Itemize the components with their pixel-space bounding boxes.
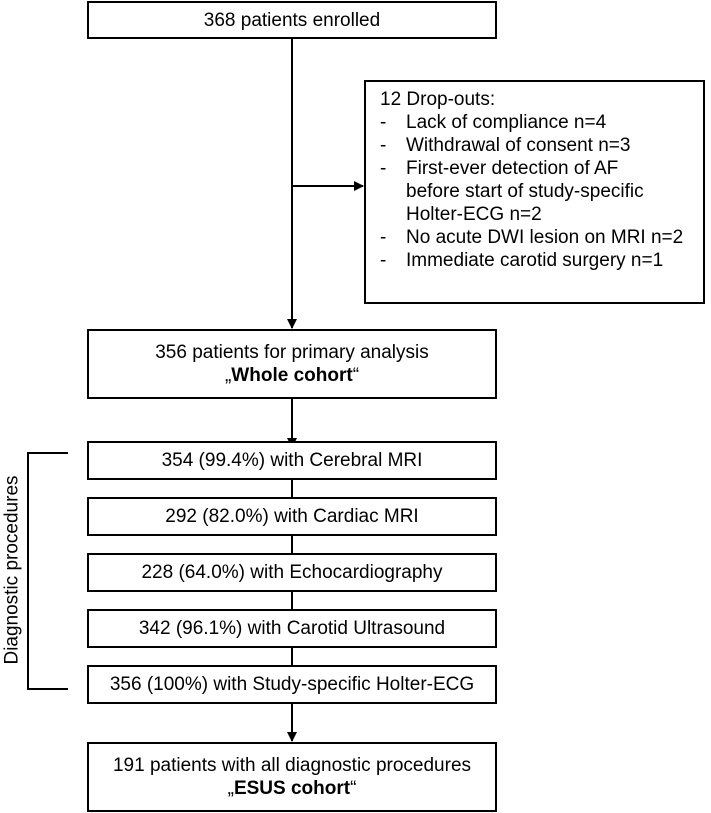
close-quote: “ bbox=[352, 365, 360, 386]
procedure-text: 292 (82.0%) with Cardiac MRI bbox=[165, 506, 419, 527]
procedure-box-carotid-ultrasound: 342 (96.1%) with Carotid Ultrasound bbox=[87, 609, 497, 648]
procedure-box-cardiac-mri: 292 (82.0%) with Cardiac MRI bbox=[87, 497, 497, 536]
dropouts-box: 12 Drop-outs: -Lack of compliance n=4-Wi… bbox=[364, 80, 705, 304]
dropout-item-text: Lack of compliance n=4 bbox=[406, 112, 607, 133]
open-quote: „ bbox=[227, 778, 234, 799]
bullet-dash: - bbox=[380, 158, 387, 179]
enrolled-box: 368 patients enrolled bbox=[87, 1, 497, 39]
dropout-item: -No acute DWI lesion on MRI n=2 bbox=[380, 226, 693, 249]
dropout-item-text: Immediate carotid surgery n=1 bbox=[406, 250, 664, 271]
bullet-dash: - bbox=[380, 227, 387, 248]
diagnostic-procedures-label: Diagnostic procedures bbox=[1, 475, 23, 665]
dropout-item: -Immediate carotid surgery n=1 bbox=[380, 249, 693, 272]
procedure-box-echocardiography: 228 (64.0%) with Echocardiography bbox=[87, 553, 497, 592]
dropout-item-text: No acute DWI lesion on MRI n=2 bbox=[406, 227, 684, 248]
whole-cohort-label: „Whole cohort“ bbox=[225, 364, 359, 387]
esus-cohort-name: ESUS cohort bbox=[233, 778, 351, 799]
dropout-item-text: Holter-ECG n=2 bbox=[406, 204, 542, 225]
bullet-dash: - bbox=[380, 250, 387, 271]
esus-cohort-label: „ESUS cohort“ bbox=[228, 777, 357, 800]
procedure-text: 228 (64.0%) with Echocardiography bbox=[141, 562, 443, 583]
procedure-text: 354 (99.4%) with Cerebral MRI bbox=[161, 450, 423, 471]
dropout-item: -Lack of compliance n=4 bbox=[380, 111, 693, 134]
procedure-text: 342 (96.1%) with Carotid Ultrasound bbox=[138, 618, 446, 639]
open-quote: „ bbox=[224, 365, 232, 386]
dropouts-title: 12 Drop-outs: bbox=[380, 89, 496, 110]
close-quote: “ bbox=[350, 778, 357, 799]
procedure-text: 356 (100%) with Study-specific Holter-EC… bbox=[109, 674, 475, 695]
bullet-dash: - bbox=[380, 112, 387, 133]
dropout-item-text: Withdrawal of consent n=3 bbox=[406, 135, 631, 156]
whole-cohort-name: Whole cohort bbox=[231, 365, 353, 386]
enrolled-text: 368 patients enrolled bbox=[203, 9, 381, 31]
dropouts-list: -Lack of compliance n=4-Withdrawal of co… bbox=[380, 111, 693, 272]
primary-analysis-box: 356 patients for primary analysis „Whole… bbox=[87, 329, 497, 399]
dropout-item: -Withdrawal of consent n=3 bbox=[380, 134, 693, 157]
dropout-item-text: before start of study-specific bbox=[406, 181, 644, 202]
procedure-box-cerebral-mri: 354 (99.4%) with Cerebral MRI bbox=[87, 441, 497, 480]
esus-title: 191 patients with all diagnostic procedu… bbox=[112, 755, 472, 776]
esus-cohort-box: 191 patients with all diagnostic procedu… bbox=[87, 742, 497, 812]
bullet-dash: - bbox=[380, 135, 387, 156]
procedures-bracket bbox=[27, 452, 68, 690]
primary-analysis-title: 356 patients for primary analysis bbox=[155, 342, 429, 363]
procedure-box-holter-ecg: 356 (100%) with Study-specific Holter-EC… bbox=[87, 665, 497, 704]
dropout-item-text: First-ever detection of AF bbox=[406, 158, 619, 179]
